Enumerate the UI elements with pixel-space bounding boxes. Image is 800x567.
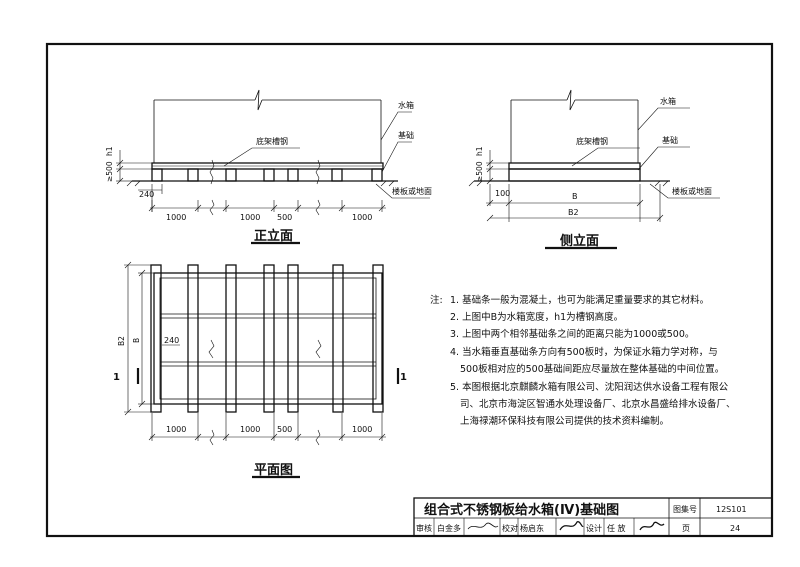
drawing-title: 组合式不锈钢板给水箱(Ⅳ)基础图 bbox=[424, 502, 619, 518]
dim-B2-side: B2 bbox=[568, 208, 579, 217]
checker-signature bbox=[559, 521, 584, 531]
dim-500: 500 bbox=[277, 213, 292, 222]
plan-dim-1000-a: 1000 bbox=[166, 425, 186, 434]
page-label: 页 bbox=[682, 524, 690, 533]
page-number: 24 bbox=[730, 524, 740, 533]
note-3: 3. 上图中两个相邻基础条之间的距离只能为1000或500。 bbox=[450, 329, 695, 340]
title-block: 组合式不锈钢板给水箱(Ⅳ)基础图 图集号 12S101 审核 白金多 校对 杨启… bbox=[413, 497, 773, 537]
plan-dim-1000-c: 1000 bbox=[352, 425, 372, 434]
tank-label-side: 水箱 bbox=[660, 96, 676, 106]
h1-label-front: h1 bbox=[105, 146, 114, 156]
front-view-title: 正立面 bbox=[254, 228, 293, 244]
tank-label-front: 水箱 bbox=[398, 100, 414, 110]
review-label: 审核 bbox=[416, 523, 432, 533]
dim-B-side: B bbox=[572, 192, 578, 201]
note-4-cont: 500板相对应的500基础间距应尽量放在整体基础的中间位置。 bbox=[460, 364, 725, 375]
note-2: 2. 上图中B为水箱宽度，h1为槽钢高度。 bbox=[450, 312, 624, 323]
note-1: 1. 基础条一般为混凝土，也可为能满足重量要求的其它材料。 bbox=[450, 295, 710, 306]
h500-label-front: ≥500 bbox=[105, 161, 114, 182]
B2-label-plan: B2 bbox=[117, 336, 126, 346]
section-mark-left: 1 bbox=[113, 372, 120, 383]
check-label: 校对 bbox=[502, 523, 518, 533]
plan-dim-1000-b: 1000 bbox=[240, 425, 260, 434]
note-4: 4. 当水箱垂直基础条方向有500板时，为保证水箱力学对称，与 bbox=[450, 347, 718, 358]
notes-prefix: 注: bbox=[430, 295, 443, 306]
designer-signature bbox=[639, 521, 665, 531]
sheet-border bbox=[45, 42, 774, 538]
foundation-label-front: 基础 bbox=[398, 130, 414, 140]
h500-label-side: ≥500 bbox=[475, 161, 484, 182]
channel-steel-label-side: 底架槽钢 bbox=[576, 136, 608, 146]
B-label-plan: B bbox=[132, 338, 141, 343]
reviewer-name: 白金多 bbox=[437, 523, 461, 533]
side-elevation bbox=[468, 89, 720, 250]
note-5-cont-2: 上海禄潮环保科技有限公司提供的技术资料编制。 bbox=[460, 416, 670, 427]
note-5: 5. 本图根据北京麒麟水箱有限公司、沈阳润达供水设备工程有限公 bbox=[450, 382, 729, 393]
plan-dim-500: 500 bbox=[277, 425, 292, 434]
plan-dim-240: 240 bbox=[164, 336, 179, 345]
designer-name: 任 放 bbox=[607, 523, 626, 533]
dim-1000-b: 1000 bbox=[240, 213, 260, 222]
dim-240: 240 bbox=[139, 190, 154, 199]
plan-view-title: 平面图 bbox=[254, 463, 293, 478]
plan-view bbox=[124, 261, 400, 479]
atlas-number: 12S101 bbox=[716, 505, 747, 514]
section-mark-right: 1 bbox=[400, 372, 407, 383]
dim-1000-a: 1000 bbox=[166, 213, 186, 222]
channel-steel-label-front: 底架槽钢 bbox=[256, 136, 288, 146]
dim-1000-c: 1000 bbox=[352, 213, 372, 222]
reviewer-signature bbox=[467, 522, 499, 530]
design-label: 设计 bbox=[586, 523, 602, 533]
checker-name: 杨启东 bbox=[520, 523, 544, 533]
h1-label-side: h1 bbox=[475, 146, 484, 156]
atlas-label: 图集号 bbox=[673, 504, 697, 514]
side-view-title: 侧立面 bbox=[560, 233, 599, 249]
floor-label-side: 楼板或地面 bbox=[672, 186, 712, 196]
front-elevation bbox=[116, 89, 430, 245]
dim-100: 100 bbox=[495, 189, 510, 198]
foundation-label-side: 基础 bbox=[662, 135, 678, 145]
floor-label-front: 楼板或地面 bbox=[392, 186, 432, 196]
note-5-cont-1: 司、北京市海淀区智通水处理设备厂、北京水昌盛给排水设备厂、 bbox=[460, 399, 736, 410]
